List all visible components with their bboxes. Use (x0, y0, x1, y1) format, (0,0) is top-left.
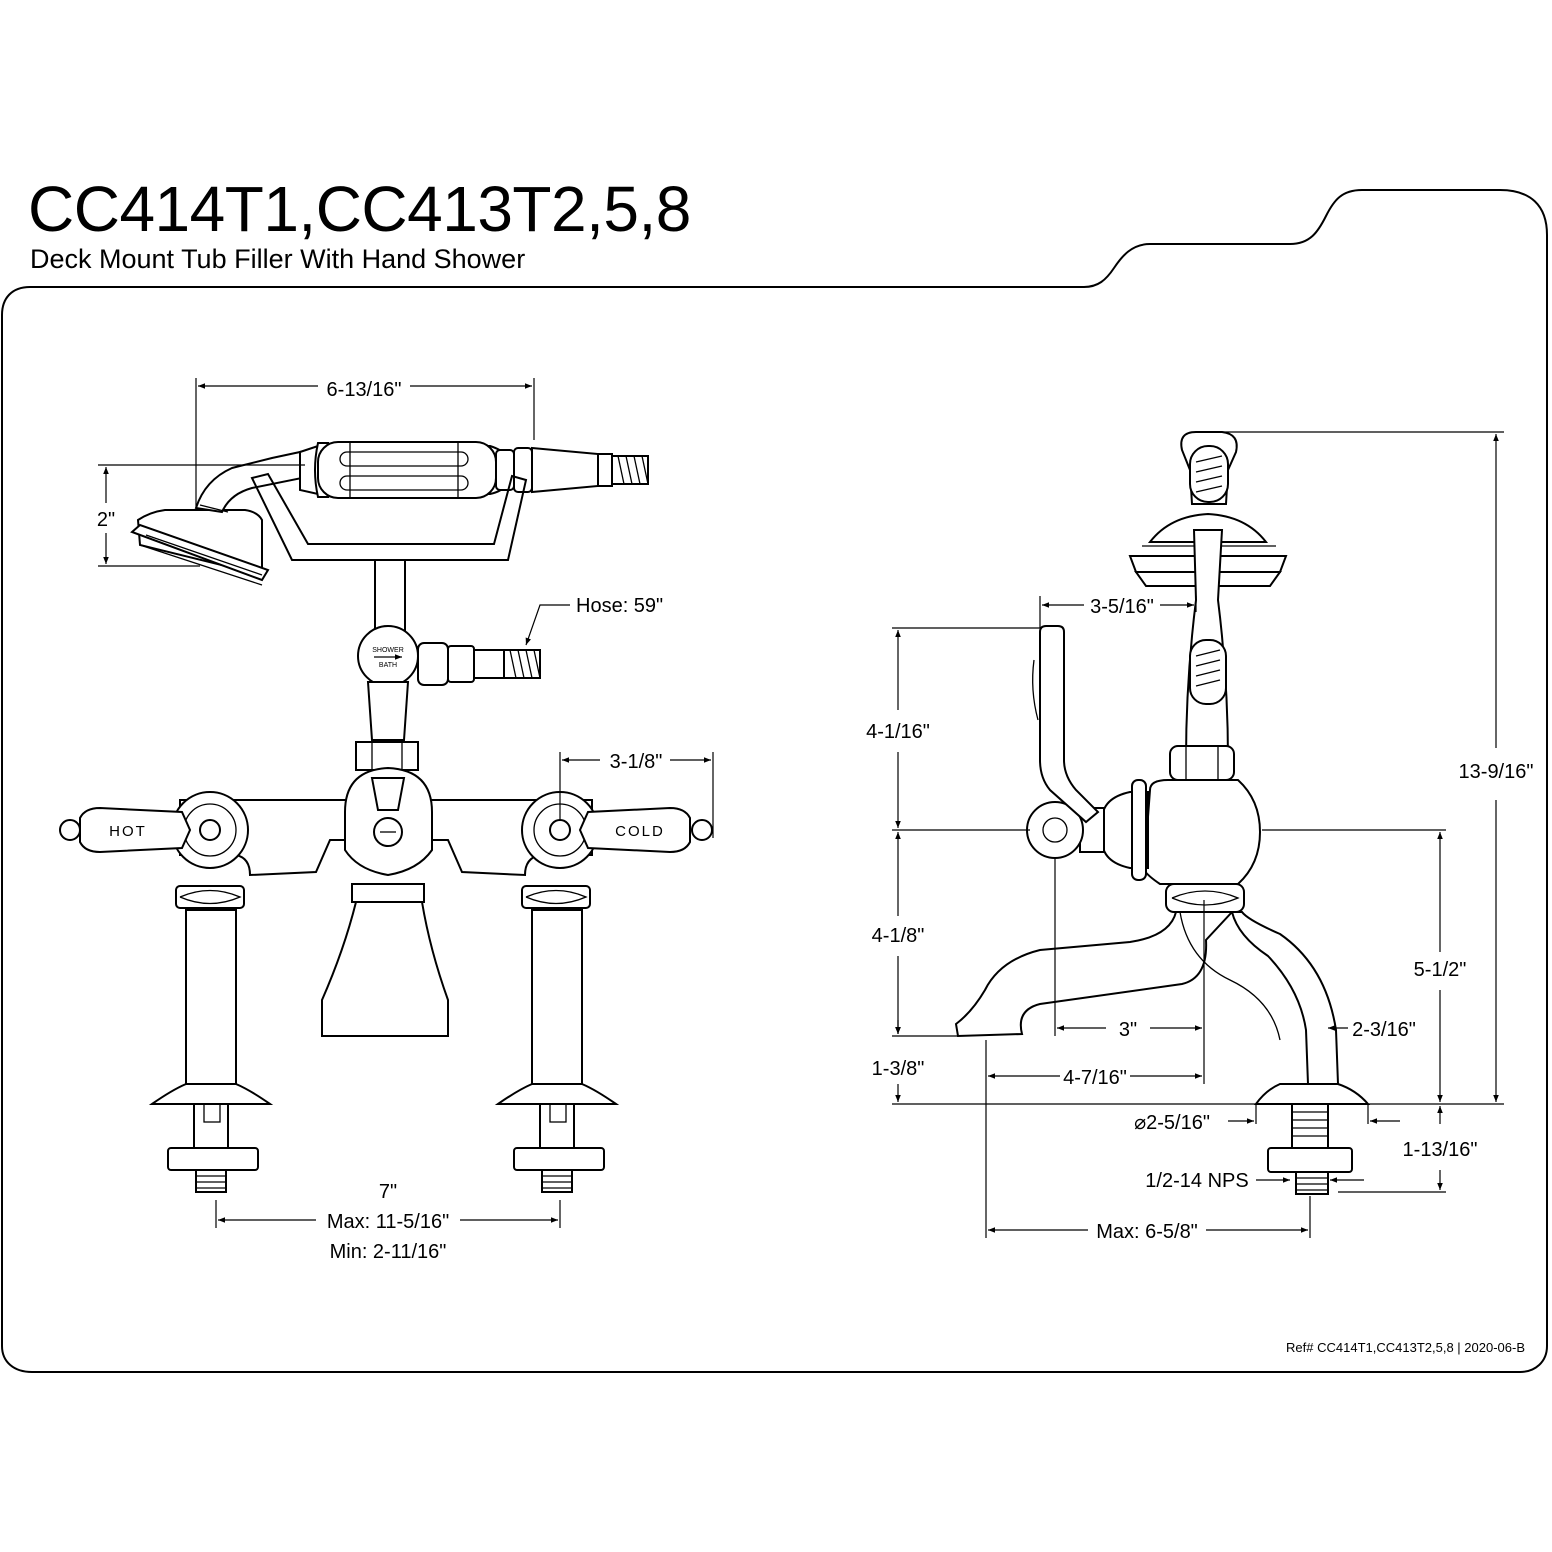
diverter-label-bath: BATH (379, 662, 397, 669)
dim-centers-nominal: 7" (379, 1181, 397, 1203)
cold-valve: COLD (494, 791, 713, 1193)
dim-reach-short: 3" (1119, 1019, 1137, 1041)
front-dimensions: 6-13/16" 2" Hose: 59" 3-1/8" 7" Max: 11-… (97, 378, 714, 1263)
dim-cradle-offset: 3-5/16" (1090, 596, 1154, 618)
page-subtitle: Deck Mount Tub Filler With Hand Shower (30, 244, 526, 274)
hand-shower (130, 441, 649, 586)
cold-label: COLD (615, 823, 665, 840)
dim-centers-min: Min: 2-11/16" (330, 1241, 447, 1263)
dim-total-height: 13-9/16" (1459, 761, 1534, 783)
dim-max-reach: Max: 6-5/8" (1096, 1221, 1198, 1243)
side-dimensions: 13-9/16" 3-5/16" 4-1/16" 4-1/8" 1-3/8" (866, 431, 1534, 1243)
dim-flange-diameter: ⌀2-5/16" (1134, 1112, 1210, 1134)
hot-label: HOT (109, 823, 147, 840)
dim-shank-length: 1-13/16" (1403, 1139, 1478, 1161)
hot-valve: HOT (59, 791, 274, 1193)
dim-lower-height: 4-1/8" (872, 925, 925, 947)
side-spout (954, 911, 1235, 1038)
folder-frame (1, 189, 1548, 1373)
dim-handle-offset: 3-1/8" (610, 751, 663, 773)
shower-cradle (250, 472, 528, 561)
page-title: CC414T1,CC413T2,5,8 (28, 173, 691, 245)
dim-shower-height: 2" (97, 509, 115, 531)
hose-length-label: Hose: 59" (576, 595, 663, 617)
side-body (1142, 779, 1262, 885)
diverter-valve: SHOWER BATH (355, 625, 541, 771)
side-view: 13-9/16" 3-5/16" 4-1/16" 4-1/8" 1-3/8" (866, 431, 1534, 1243)
dim-body-height: 5-1/2" (1414, 959, 1467, 981)
diverter-label-shower: SHOWER (372, 647, 404, 654)
dim-centers-max: Max: 11-5/16" (327, 1211, 449, 1233)
dim-spout-height: 1-3/8" (872, 1058, 925, 1080)
dim-thread: 1/2-14 NPS (1145, 1170, 1248, 1192)
side-hand-shower (1128, 431, 1288, 781)
dim-upper-height: 4-1/16" (866, 721, 930, 743)
reference-code: Ref# CC414T1,CC413T2,5,8 | 2020-06-B (1286, 1340, 1525, 1355)
dim-shank-offset: 2-3/16" (1352, 1019, 1416, 1041)
dim-reach: 4-7/16" (1063, 1067, 1127, 1089)
dim-width-top: 6-13/16" (327, 379, 402, 401)
front-view: SHOWER BATH (59, 378, 714, 1263)
